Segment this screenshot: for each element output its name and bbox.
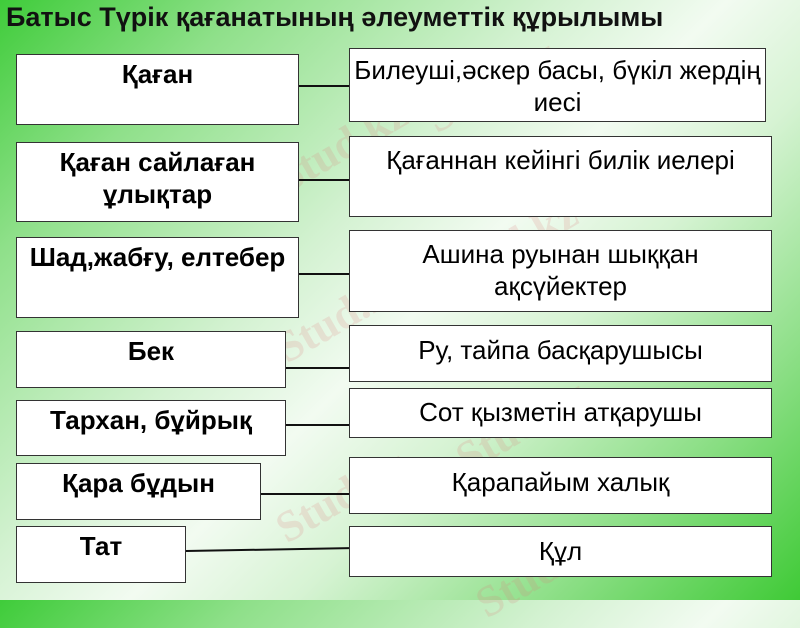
connector-line	[299, 273, 349, 275]
social-class-label: Қаған	[121, 59, 194, 89]
social-class-label: Бек	[127, 336, 175, 366]
social-class-label: Тархан, бұйрық	[50, 405, 252, 435]
description-box: Қарапайым халық	[349, 457, 772, 514]
connector-line	[261, 493, 349, 495]
connector-line	[299, 85, 349, 87]
description-box: Ру, тайпа басқарушысы	[349, 325, 772, 382]
social-class-box: Тат	[16, 526, 186, 583]
description-text: Қарапайым халық	[451, 467, 670, 497]
description-text: Құл	[538, 536, 583, 566]
description-box: Билеуші,әскер басы, бүкіл жердің иесі	[349, 48, 766, 122]
description-text: Сот қызметін атқарушы	[419, 397, 702, 427]
description-box: Қағаннан кейінгі билік иелері	[349, 136, 772, 217]
social-class-box: Қара бұдын	[16, 463, 261, 520]
description-box: Құл	[349, 526, 772, 577]
social-class-box: Бек	[16, 331, 286, 388]
description-text: Ру, тайпа басқарушысы	[418, 335, 703, 365]
connector-line	[299, 179, 349, 181]
slide-title: Батыс Түрік қағанатының әлеуметтік құрыл…	[6, 2, 664, 32]
description-box: Ашина руынан шыққан ақсүйектер	[349, 230, 772, 312]
social-class-label: Қаған сайлаған ұлықтар	[59, 147, 256, 209]
description-text: Билеуші,әскер басы, бүкіл жердің иесі	[354, 55, 761, 117]
social-class-label: Шад,жабғу, елтебер	[29, 242, 286, 272]
description-text: Ашина руынан шыққан ақсүйектер	[422, 239, 699, 301]
connector-line	[185, 547, 349, 552]
social-class-box: Шад,жабғу, елтебер	[16, 237, 299, 318]
social-class-label: Қара бұдын	[62, 468, 215, 498]
connector-line	[282, 367, 349, 369]
connector-line	[286, 424, 349, 426]
social-class-label: Тат	[79, 531, 123, 561]
social-class-box: Қаған сайлаған ұлықтар	[16, 142, 299, 222]
social-class-box: Тархан, бұйрық	[16, 400, 286, 456]
description-text: Қағаннан кейінгі билік иелері	[386, 145, 735, 175]
social-class-box: Қаған	[16, 54, 299, 125]
description-box: Сот қызметін атқарушы	[349, 388, 772, 438]
